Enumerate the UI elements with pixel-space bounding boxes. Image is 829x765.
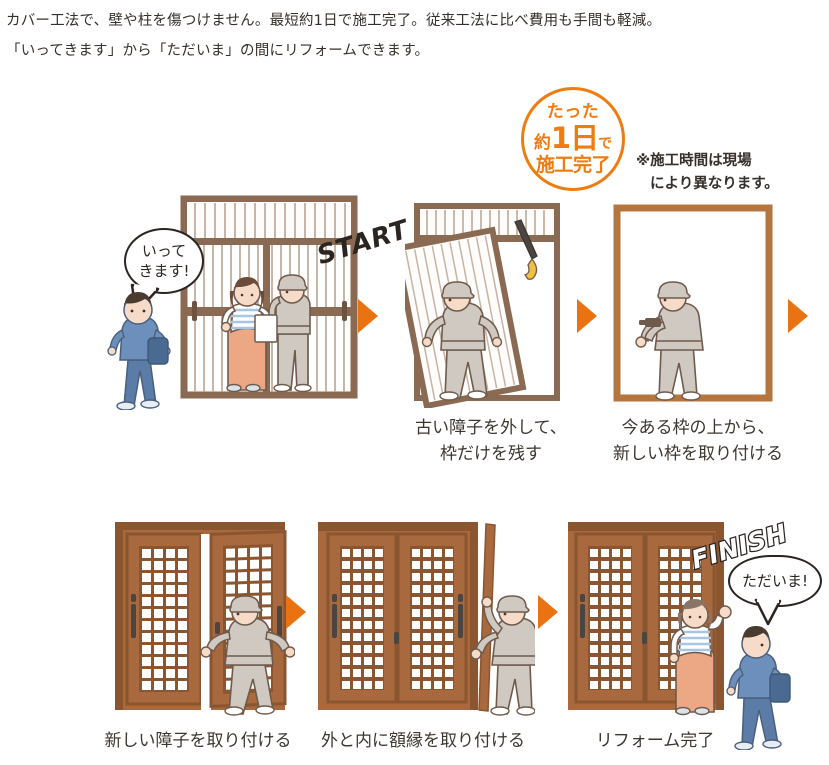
badge-line-1: たった	[546, 101, 600, 122]
caption-row2-step2: 外と内に額縁を取り付ける	[321, 731, 525, 751]
illustration-man-leaving	[98, 280, 178, 410]
badge-note: ※施工時間は現場 により異なります。	[636, 150, 779, 196]
caption-row2-step1: 新しい障子を取り付ける	[104, 731, 292, 751]
one-day-badge: たった 約 1日 で 施工完了	[521, 87, 625, 191]
caption-row1-step3: 今ある枠の上から、 新しい枠を取り付ける	[613, 418, 783, 464]
badge-days: 1日	[550, 120, 599, 155]
caption-row2-step3: リフォーム完了	[595, 731, 715, 751]
badge-line-3: 施工完了	[535, 153, 611, 176]
badge-prefix: 約	[533, 132, 551, 153]
arrow-row1-wrap	[788, 299, 808, 333]
step-illustration-existing-entrance	[100, 195, 360, 410]
step-illustration-finished	[560, 508, 735, 720]
badge-note-line-2: により異なります。	[650, 176, 779, 192]
arrow-row1-2	[577, 299, 597, 333]
badge-line-2: 約 1日 で	[533, 120, 613, 155]
header-line-2: 「いってきます」から「ただいま」の間にリフォームできます。	[6, 43, 430, 59]
speech-bubble-leaving: いって きます!	[124, 228, 204, 294]
step-illustration-install-trim	[310, 508, 535, 720]
badge-note-line-1: ※施工時間は現場	[636, 153, 752, 169]
header-text: カバー工法で、壁や柱を傷つけません。最短約1日で施工完了。従来工法に比べ費用も手…	[6, 6, 806, 66]
speech-bubble-returning-tail	[752, 598, 786, 628]
step-illustration-remove-shoji	[405, 198, 570, 408]
illustration-man-returning	[718, 600, 798, 750]
arrow-row2-1	[286, 595, 306, 629]
speech-bubble-returning: ただいま!	[728, 555, 822, 607]
step-illustration-install-shoji	[105, 508, 295, 720]
caption-row1-step2: 古い障子を外して、 枠だけを残す	[415, 418, 567, 464]
arrow-row1-1	[358, 299, 378, 333]
header-line-1: カバー工法で、壁や柱を傷つけません。最短約1日で施工完了。従来工法に比べ費用も手…	[6, 13, 662, 29]
arrow-row2-2	[538, 595, 558, 629]
badge-suffix: で	[598, 135, 613, 152]
step-illustration-install-frame	[605, 198, 785, 408]
